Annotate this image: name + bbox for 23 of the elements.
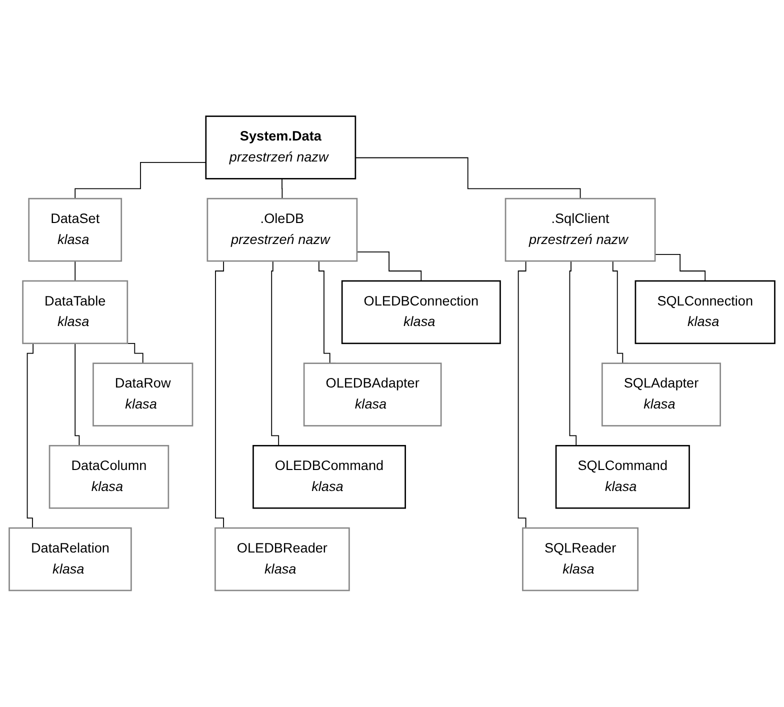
connector (126, 343, 144, 364)
node-box: OLEDBCommand klasa (252, 445, 406, 509)
node-box: SQLReader klasa (522, 527, 639, 592)
node-box: .SqlClient przestrzeń nazw (504, 198, 656, 262)
connector (654, 254, 706, 282)
connector (74, 260, 76, 282)
node-box: DataRow klasa (92, 362, 194, 427)
node-box: OLEDBReader klasa (214, 527, 350, 592)
node-box: SQLAdapter klasa (601, 362, 721, 427)
connector (281, 178, 283, 200)
node-box: DataTable klasa (22, 280, 128, 344)
connector (74, 162, 206, 200)
node-box: SQLConnection klasa (634, 280, 776, 344)
node-box: DataColumn klasa (48, 445, 170, 509)
node-box: SQLCommand klasa (555, 445, 690, 509)
node-box: DataSet klasa (28, 198, 122, 262)
node-box: DataRelation klasa (8, 527, 132, 592)
node-box: .OleDB przestrzeń nazw (206, 198, 358, 262)
node-box: OLEDBConnection klasa (341, 280, 501, 344)
node-box: System.Data przestrzeń nazw (205, 116, 356, 180)
connector (356, 252, 422, 282)
node-box: OLEDBAdapter klasa (303, 362, 442, 427)
connector (354, 157, 581, 200)
